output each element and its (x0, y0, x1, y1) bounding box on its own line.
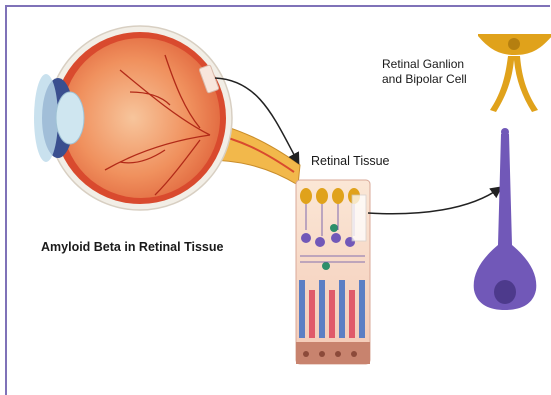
lens (56, 92, 84, 144)
eye-illustration (34, 26, 300, 210)
diagram-caption: Amyloid Beta in Retinal Tissue (41, 240, 223, 254)
cornea (34, 74, 58, 162)
arrow-to-cell (368, 188, 500, 214)
retinal-tissue-label: Retinal Tissue (311, 154, 390, 168)
ganglion-label-line2: and Bipolar Cell (382, 72, 492, 87)
tissue-highlight (352, 195, 366, 241)
ganglion-bipolar-label: Retinal Ganlion and Bipolar Cell (382, 57, 492, 87)
retinal-tissue-block (296, 180, 370, 364)
ganglion-label-line1: Retinal Ganlion (382, 57, 492, 72)
bipolar-cell-icon (474, 128, 537, 310)
retina (62, 38, 220, 198)
